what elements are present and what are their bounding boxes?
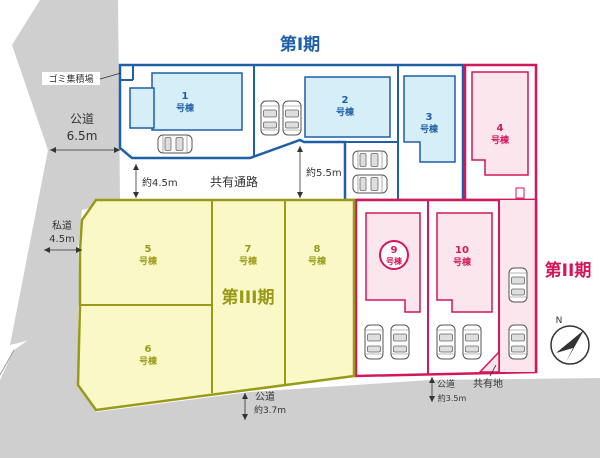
lot-7-number: 7 — [245, 244, 252, 255]
phase2-label: 第II期 — [545, 260, 592, 281]
left-road-width: 6.5m — [67, 129, 98, 143]
left-road-label: 公道 — [70, 112, 94, 126]
phase1-label: 第I期 — [280, 34, 320, 55]
lot-5-unit: 号棟 — [139, 255, 158, 267]
phase2-area: 4 号棟 9 号棟 10 号棟 第II期 — [354, 63, 592, 378]
phase3-area: 5 号棟 6 号棟 7 号棟 8 号棟 第III期 — [76, 198, 356, 412]
shared-passage-width-2: 約5.5m — [306, 166, 342, 179]
lot-3-number: 3 — [426, 112, 433, 123]
garbage-area-label: ゴミ集積場 — [48, 73, 93, 85]
lot-10-unit: 号棟 — [453, 256, 472, 268]
shared-passage-label: 共有通路 — [210, 174, 258, 189]
shared-passage-width-1: 約4.5m — [142, 176, 178, 189]
left-public-road — [10, 0, 120, 345]
shared-land-label: 共有地 — [473, 377, 503, 390]
road-edge-line — [0, 349, 15, 376]
lot-2-number: 2 — [342, 95, 349, 106]
private-road-width: 4.5m — [49, 234, 75, 245]
lot-9-number: 9 — [391, 245, 398, 256]
compass-north-label: N — [556, 316, 563, 326]
phase1-area: 1 号棟 2 号棟 3 号棟 第I期 — [118, 34, 465, 202]
lot-2-building — [304, 76, 391, 138]
private-road-label: 私道 — [52, 219, 72, 232]
lot-10-number: 10 — [455, 245, 469, 256]
lot-6-number: 6 — [145, 344, 152, 355]
bottom-road-label: 公道 — [255, 390, 275, 403]
lot-4-building — [471, 71, 529, 176]
lot-9-highlight-circle — [379, 240, 409, 270]
lot-6-unit: 号棟 — [139, 355, 158, 367]
lot-1-number: 1 — [182, 91, 189, 102]
phase3-label: 第III期 — [222, 287, 275, 308]
right-road-width: 約3.5m — [438, 393, 467, 403]
lot-4-unit: 号棟 — [491, 134, 510, 146]
lot-1-unit: 号棟 — [176, 102, 195, 114]
bottom-road-width: 約3.7m — [254, 404, 286, 416]
lot-9-unit: 号棟 — [386, 256, 403, 266]
lot-5-number: 5 — [145, 244, 152, 255]
lot-8-number: 8 — [314, 244, 321, 255]
lot-1-building — [151, 72, 243, 131]
lot-3-unit: 号棟 — [420, 123, 439, 135]
lot-8-unit: 号棟 — [308, 255, 327, 267]
right-road-label: 公道 — [437, 378, 455, 390]
compass-icon: N — [550, 316, 590, 365]
lot-2-unit: 号棟 — [336, 106, 355, 118]
bottom-public-road — [0, 305, 600, 458]
lot-3-building — [403, 75, 456, 163]
lot-7-unit: 号棟 — [239, 255, 258, 267]
lot-4-number: 4 — [497, 123, 504, 134]
garbage-label-bg — [42, 72, 100, 85]
lot-10-building — [436, 212, 493, 313]
